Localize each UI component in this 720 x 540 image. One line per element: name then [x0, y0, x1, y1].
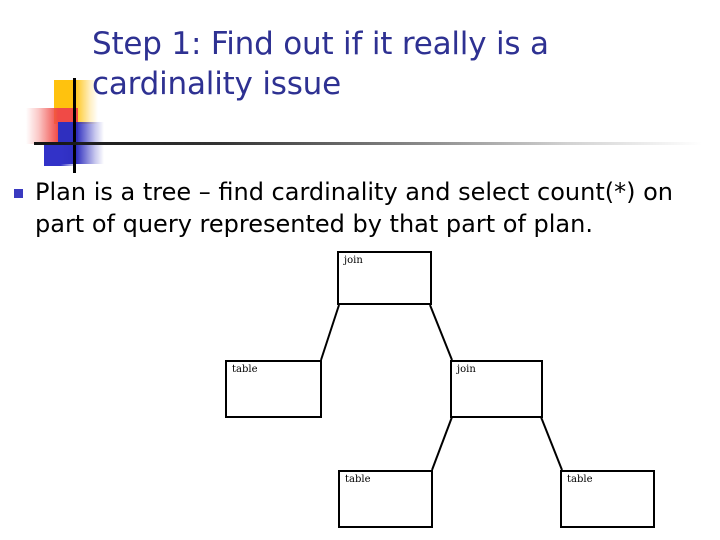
tree-node-label: table: [567, 474, 593, 485]
bullet-square-icon: [14, 189, 23, 198]
slide-title-line-2: cardinality issue: [92, 66, 341, 102]
tree-node-label: table: [232, 364, 258, 375]
bullet-text: Plan is a tree – find cardinality and se…: [35, 178, 673, 238]
slide-title: Step 1: Find out if it really is a cardi…: [92, 24, 692, 104]
tree-edge-root-join-to-left-table: [320, 304, 340, 361]
logo-blue-lower-square: [44, 142, 74, 166]
tree-node-right-join: join: [450, 360, 543, 418]
tree-node-mid-table: table: [338, 470, 433, 528]
tree-node-label: join: [457, 364, 476, 375]
bullet-list-item: Plan is a tree – find cardinality and se…: [14, 176, 714, 240]
tree-node-right-table: table: [560, 470, 655, 528]
tree-node-label: table: [345, 474, 371, 485]
logo-red-square: [26, 108, 78, 144]
slide-title-line-1: Step 1: Find out if it really is a: [92, 26, 549, 62]
tree-node-root-join: join: [337, 251, 432, 305]
title-divider-rule: [34, 142, 702, 145]
tree-edge-right-join-to-mid-table: [431, 416, 453, 471]
logo-vertical-line: [73, 78, 76, 173]
tree-edge-root-join-to-right-join: [429, 304, 453, 361]
tree-node-label: join: [344, 255, 363, 266]
tree-node-left-table: table: [225, 360, 322, 418]
tree-edge-right-join-to-right-table: [540, 416, 563, 471]
